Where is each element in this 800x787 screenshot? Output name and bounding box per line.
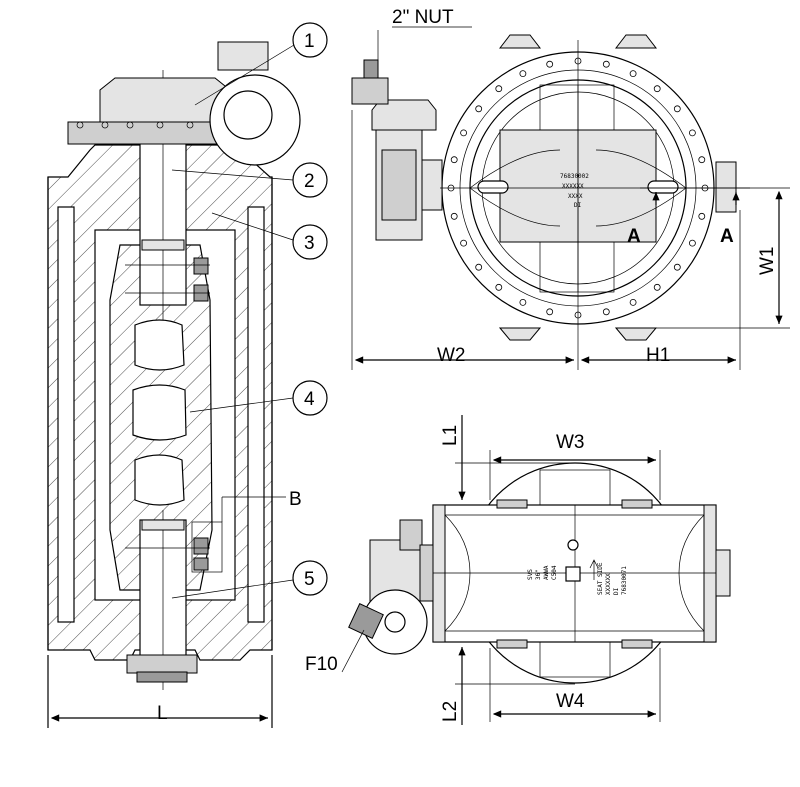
pin-lower-2 xyxy=(193,557,209,571)
bolt-hole xyxy=(689,239,696,247)
plate-front-line3: XXXX xyxy=(568,193,583,200)
dim-w2: W2 xyxy=(437,345,466,366)
plate-front-line1: 76830002 xyxy=(560,173,589,180)
f10-flange xyxy=(348,603,384,639)
lug-bottom-right xyxy=(614,327,658,341)
bolt-hole xyxy=(673,263,681,271)
pin-lower-1 xyxy=(193,537,209,555)
dim-h1: H1 xyxy=(646,345,670,366)
bolt-hole xyxy=(546,308,554,316)
bolt-hole xyxy=(450,212,458,220)
callout-5-circle xyxy=(292,560,328,596)
callout-b: B xyxy=(289,489,302,510)
bolt-hole xyxy=(653,85,661,93)
section-mark-a-right: A xyxy=(720,226,734,247)
section-view xyxy=(47,41,301,728)
bottom-cap xyxy=(126,654,198,674)
flange-face-right xyxy=(247,206,265,623)
front-nut-block xyxy=(351,77,389,105)
lug-top-right xyxy=(614,34,658,49)
bolt-hole xyxy=(629,298,637,306)
dim-w1: W1 xyxy=(757,247,778,276)
callout-3: 3 xyxy=(304,233,315,254)
flange-bolt-holes xyxy=(447,57,709,319)
flange-face-left xyxy=(57,206,75,623)
bolt-hole xyxy=(460,239,468,247)
callout-1: 1 xyxy=(304,31,315,52)
dim-w4: W4 xyxy=(556,691,585,712)
bolt-hole xyxy=(519,70,527,77)
top-side-boss xyxy=(715,549,731,597)
bolt-hole xyxy=(689,129,696,137)
front-labels: 2" NUT A A W1 W2 H1 xyxy=(392,7,778,366)
front-2in-nut xyxy=(363,59,379,79)
bolt-hole xyxy=(450,156,458,164)
callout-5: 5 xyxy=(304,569,315,590)
bolt-hole xyxy=(698,212,706,220)
bolt-hole xyxy=(475,263,483,271)
bolt-hole xyxy=(475,105,483,113)
plate-top-line6: XXXXXX xyxy=(605,573,612,595)
front-side-boss xyxy=(715,161,737,213)
plate-top-line8: 76830071 xyxy=(621,566,628,595)
bolt-hole xyxy=(460,129,468,137)
bolt-hole xyxy=(495,283,503,291)
bolt-hole xyxy=(698,156,706,164)
detail-b-box xyxy=(191,521,223,573)
plate-front-line2: XXXXXX xyxy=(562,183,584,190)
pin-upper-1 xyxy=(193,257,209,275)
dim-l1: L1 xyxy=(440,425,461,446)
dim-w3: W3 xyxy=(556,432,585,453)
bolt-hole xyxy=(602,60,610,68)
label-2in-nut: 2" NUT xyxy=(392,7,454,28)
plate-top-line7: DI xyxy=(613,587,620,595)
bolt-hole xyxy=(629,70,637,77)
bolt-hole xyxy=(519,298,527,306)
callouts: 1 2 3 4 B 5 L xyxy=(157,22,328,724)
top-labels: W3 W4 L1 L2 F10 xyxy=(305,425,585,722)
bolt-hole xyxy=(546,60,554,68)
plate-top-line4: C504 xyxy=(551,565,558,580)
plate-top-line5: SEAT SIDE xyxy=(597,562,604,595)
callout-3-circle xyxy=(292,224,328,260)
section-mark-a-left: A xyxy=(627,226,641,247)
bolt-hole xyxy=(673,105,681,113)
front-view: 76830002 XXXXXX XXXX DI xyxy=(351,30,790,370)
lug-bottom-left xyxy=(498,327,542,341)
callout-4: 4 xyxy=(304,389,315,410)
callout-1-circle xyxy=(292,22,328,58)
top-view: SVS 36" AWWA C504 SEAT SIDE XXXXXX DI 76… xyxy=(348,415,731,725)
label-f10: F10 xyxy=(305,654,338,675)
plate-top-line2: 36" xyxy=(535,569,542,580)
dim-l: L xyxy=(157,703,168,724)
bolt-hole xyxy=(653,283,661,291)
actuator-nut-housing xyxy=(217,41,269,71)
lug-top-left xyxy=(498,34,542,49)
bolt-hole xyxy=(602,308,610,316)
plate-top-line3: AWWA xyxy=(543,565,550,580)
bolt-hole xyxy=(495,85,503,93)
dim-l2: L2 xyxy=(440,701,461,722)
callout-2: 2 xyxy=(304,171,315,192)
plate-top-line1: SVS xyxy=(527,569,534,580)
